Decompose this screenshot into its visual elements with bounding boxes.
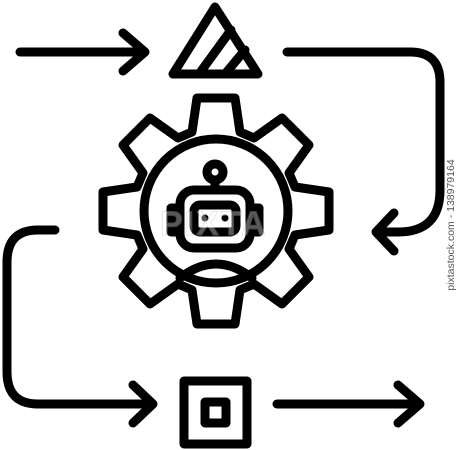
stock-credit: pixtastock.com - 138979164 <box>445 159 457 291</box>
square-box-icon <box>179 376 252 449</box>
gear-icon <box>98 93 334 329</box>
left-curved-arrow-icon <box>2 225 158 428</box>
robot-right-eye <box>221 214 229 222</box>
striped-triangle-icon <box>168 2 263 79</box>
right-curved-arrow-icon <box>282 47 445 256</box>
robot-left-eye <box>201 214 209 222</box>
top-left-arrow-icon <box>15 28 150 76</box>
bottom-right-arrow-icon <box>272 380 425 428</box>
robot-icon <box>166 159 264 283</box>
